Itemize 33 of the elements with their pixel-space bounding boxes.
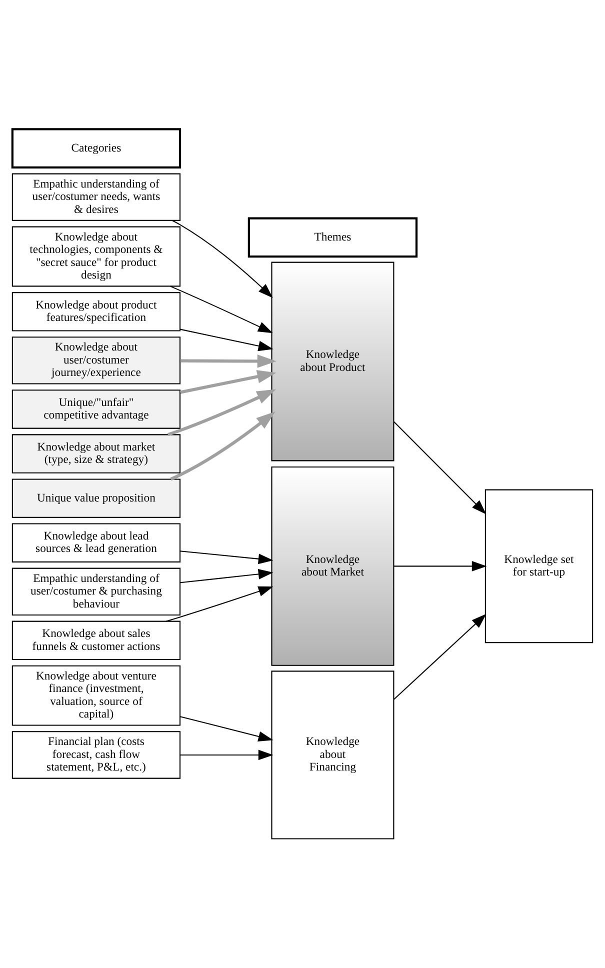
arrow (166, 586, 274, 622)
node-box: Knowledge about product features/specification (12, 292, 181, 332)
node-box: Knowledge about sales funnels & customer actions (12, 620, 181, 660)
node-box: Knowledge about venture finance (investment, valuation, source of capital) (12, 665, 181, 726)
node-box: Knowledge about technologies, components & "secret sauce" for product design (12, 226, 181, 287)
arrow (180, 328, 274, 352)
node-box: Knowledge about Financing (271, 670, 394, 840)
arrow (394, 614, 486, 700)
arrow (180, 716, 274, 742)
node-box: Financial plan (costs forecast, cash flow statement, P&L, etc.) (12, 731, 181, 779)
node-box: Knowledge about lead sources & lead generation (12, 523, 181, 562)
arrow (172, 220, 273, 298)
node-box: Unique value proposition (12, 478, 181, 518)
node-box: Themes (248, 217, 418, 258)
node-box: Knowledge set for start-up (484, 489, 594, 644)
node-box: Knowledge about Market (271, 466, 394, 666)
arrow (180, 550, 274, 564)
arrow (167, 389, 276, 436)
arrow (170, 412, 276, 481)
node-box: Knowledge about Product (271, 262, 394, 462)
node-box: Knowledge about market (type, size & strategy) (12, 434, 181, 474)
arrow (394, 561, 487, 572)
node-box: Categories (11, 128, 182, 168)
arrow (394, 421, 486, 514)
arrow (180, 354, 276, 368)
arrow (180, 750, 274, 760)
arrow (180, 370, 276, 394)
arrow (170, 286, 273, 334)
node-box: Knowledge about user/costumer journey/experience (12, 336, 181, 384)
arrow (180, 568, 274, 584)
node-box: Empathic understanding of user/costumer & purchasing behaviour (12, 568, 181, 616)
node-box: Unique/"unfair" competitive advantage (12, 390, 181, 429)
node-box: Empathic understanding of user/costumer needs, wants & desires (12, 173, 181, 221)
